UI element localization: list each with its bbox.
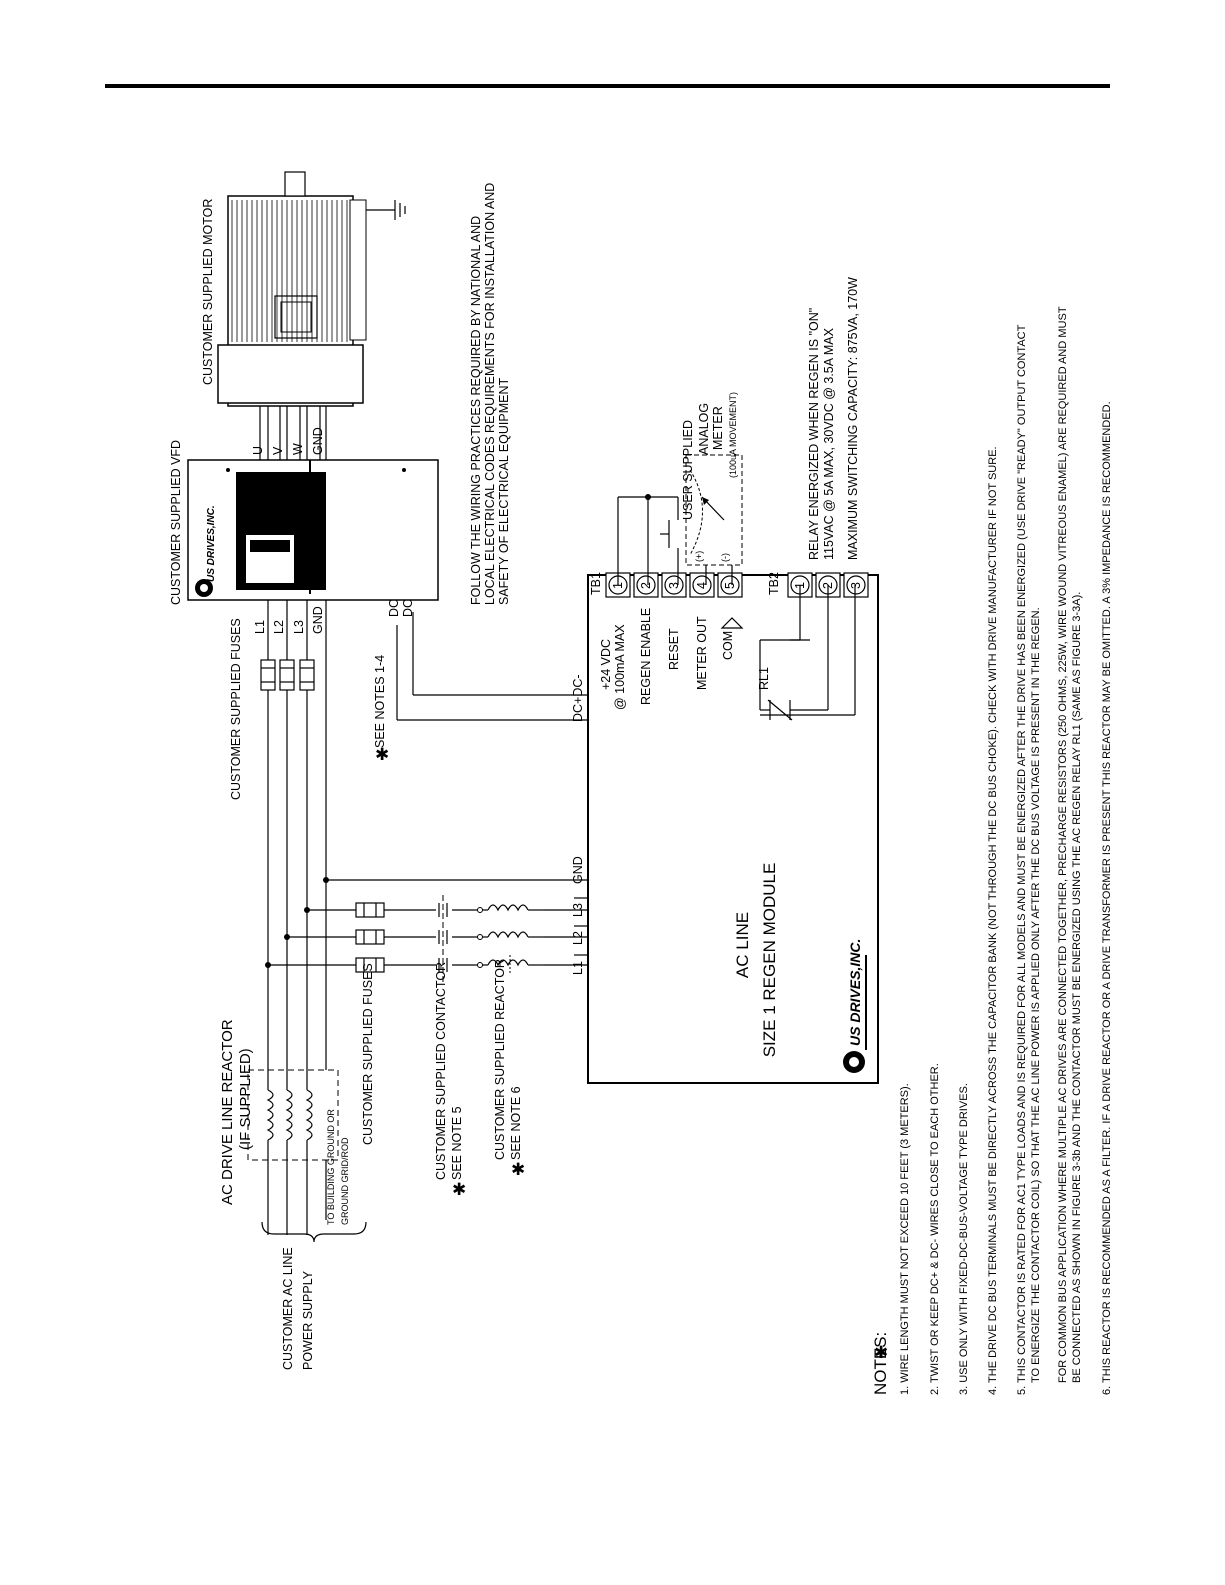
tb1-label: TB1 <box>589 572 603 595</box>
reset-label: RESET <box>667 628 681 670</box>
follow-line-2: LOCAL ELECTRICAL CODES REQUIREMENTS FOR … <box>483 183 497 605</box>
tb1-terminal-label-2: 2 <box>639 582 653 589</box>
tb1-terminal-label-5: 5 <box>723 582 737 589</box>
meter-out-label: METER OUT <box>695 616 709 690</box>
note-4: 4. THE DRIVE DC BUS TERMINALS MUST BE DI… <box>987 446 999 1395</box>
rl1-label: RL1 <box>757 667 771 690</box>
note-1: 1. WIRE LENGTH MUST NOT EXCEED 10 FEET (… <box>899 1083 911 1395</box>
analog: ANALOG <box>697 403 711 455</box>
mod-label-L1: L1 <box>571 961 585 975</box>
module-brand: US DRIVES,INC. <box>847 939 863 1046</box>
customer-ac-line: CUSTOMER AC LINE <box>281 1247 295 1370</box>
module-title-2: SIZE 1 REGEN MODULE <box>760 863 779 1058</box>
bottom-fuses <box>355 902 385 973</box>
vfd-W: W <box>291 443 305 455</box>
mod-label-L2: L2 <box>571 931 585 945</box>
vfd-L2: L2 <box>272 620 286 634</box>
vfd-gnd: GND <box>311 606 325 634</box>
motor <box>217 171 406 407</box>
tb1-terminal-label-3: 3 <box>667 582 681 589</box>
tb1-terminal-label-1: 1 <box>611 582 625 589</box>
note-3: 3. USE ONLY WITH FIXED-DC-BUS-VOLTAGE TY… <box>958 1083 970 1395</box>
meter-plus: (+) <box>694 551 704 562</box>
fuses-bottom-label: CUSTOMER SUPPLIED FUSES <box>361 963 375 1145</box>
motor-title: CUSTOMER SUPPLIED MOTOR <box>201 199 215 385</box>
com-ground-symbol <box>720 617 744 629</box>
asterisk-dc: ✱ <box>375 745 389 764</box>
user-supplied: USER SUPPLIED <box>681 420 695 520</box>
power-supply: POWER SUPPLY <box>301 1270 315 1370</box>
note-5c: FOR COMMON BUS APPLICATION WHERE MULTIPL… <box>1057 306 1069 1383</box>
tb2-label: TB2 <box>767 572 781 595</box>
follow-line-1: FOLLOW THE WIRING PRACTICES REQUIRED BY … <box>469 216 483 605</box>
meter: METER <box>711 406 725 450</box>
motor-fins <box>231 200 348 342</box>
tb1-wiring <box>617 454 743 585</box>
relay-note-1: RELAY ENERGIZED WHEN REGEN IS "ON" <box>807 308 821 560</box>
max100-label: @ 100mA MAX <box>613 624 627 710</box>
notes-asterisk: ✱ <box>874 1343 888 1362</box>
reactor-title: AC DRIVE LINE REACTOR <box>219 1019 236 1205</box>
vfd-U: U <box>251 446 265 455</box>
module-logo: US DRIVES,INC. <box>843 939 867 1073</box>
vfd-L1: L1 <box>253 620 267 634</box>
motor-wires <box>259 400 321 460</box>
regen-enable-label: REGEN ENABLE <box>639 608 653 705</box>
see-note-5: SEE NOTE 5 <box>450 1106 464 1180</box>
mod-label-gnd: GND <box>571 856 585 884</box>
module-title-1: AC LINE <box>733 912 752 978</box>
movement: (100uA MOVEMENT) <box>728 392 738 478</box>
note-5b: TO ENERGIZE THE CONTACTOR COIL) SO THAT … <box>1030 607 1042 1383</box>
see-notes-1-4: SEE NOTES 1-4 <box>373 655 387 748</box>
vfd-V: V <box>271 446 285 455</box>
top-fuses <box>260 659 315 691</box>
contactor <box>436 895 452 985</box>
fuses-top-label: CUSTOMER SUPPLIED FUSES <box>229 618 243 800</box>
note-6: 6. THIS REACTOR IS RECOMMENDED AS A FILT… <box>1101 401 1113 1395</box>
vfd-title: CUSTOMER SUPPLIED VFD <box>169 440 183 605</box>
relay-wiring <box>759 585 856 721</box>
reactor-label: CUSTOMER SUPPLIED REACTOR <box>493 959 507 1160</box>
note-5a: 5. THIS CONTACTOR IS RATED FOR AC1 TYPE … <box>1016 324 1028 1395</box>
vfd-out-gnd: GND <box>311 427 325 455</box>
meter-minus: (-) <box>720 553 730 562</box>
tb2-terminal-3 <box>846 575 866 595</box>
asterisk-5: ✱ <box>452 1180 466 1199</box>
asterisk-6: ✱ <box>511 1160 525 1179</box>
module-dcplus-dcminus: DC+DC- <box>571 674 585 722</box>
line-reactor <box>474 895 544 980</box>
com-label: COM <box>721 631 735 660</box>
tb1-terminal-5 <box>720 575 740 595</box>
dc-bus-wires <box>396 612 588 721</box>
vfd-brand: US DRIVES,INC. <box>206 505 217 582</box>
ac-drive-line-reactor <box>247 1069 339 1161</box>
mod-label-L3: L3 <box>571 903 585 917</box>
relay-note-2: 115VAC @ 5A MAX, 30VDC @ 3.5A MAX <box>822 327 836 560</box>
see-note-6: SEE NOTE 6 <box>509 1086 523 1160</box>
supply-brace <box>261 1221 367 1243</box>
vfd-L3: L3 <box>292 620 306 634</box>
note-2: 2. TWIST OR KEEP DC+ & DC- WIRES CLOSE T… <box>929 1063 941 1395</box>
tb1-terminals: 1 2 3 4 5 <box>605 572 743 598</box>
note-5d: BE CONNECTED AS SHOWN IN FIGURE 3-3b AND… <box>1071 592 1083 1383</box>
tb1-terminal-label-4: 4 <box>695 582 709 589</box>
reactor-if-supplied: (IF SUPPLIED) <box>237 1048 254 1150</box>
tb2-terminal-label-3: 3 <box>849 582 863 589</box>
vfd: US DRIVES,INC. <box>187 459 439 601</box>
plus24-label: +24 VDC <box>599 639 613 690</box>
contactor-label: CUSTOMER SUPPLIED CONTACTOR <box>434 962 448 1180</box>
notes-title: NOTES: <box>871 1332 890 1395</box>
to-building-ground: TO BUILDING GROUND OR <box>326 1109 336 1225</box>
relay-note-3: MAXIMUM SWITCHING CAPACITY: 875VA, 170W <box>846 277 860 560</box>
ground-grid-rod: GROUND GRID/ROD <box>340 1137 350 1225</box>
tb1-terminal-2 <box>636 575 656 595</box>
follow-line-3: SAFETY OF ELECTRICAL EQUIPMENT <box>497 378 511 605</box>
